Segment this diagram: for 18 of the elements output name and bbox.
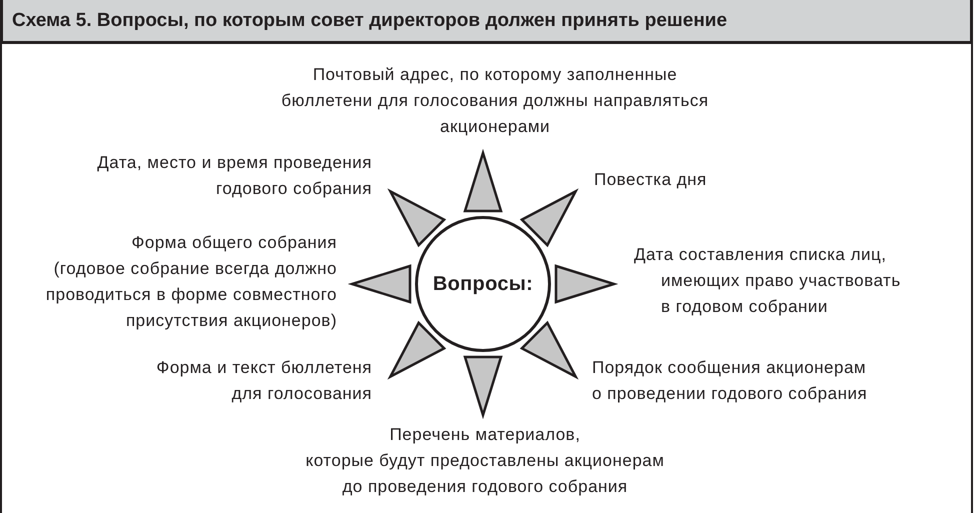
question-label: Дата составления списка лиц, имеющих право участвовать в годовом собрании bbox=[634, 242, 901, 320]
question-label: Форма и текст бюллетеня для голосования bbox=[156, 355, 372, 407]
question-label: Порядок сообщения акционерам о проведении годового собрания bbox=[592, 355, 868, 407]
question-label: Дата, место и время проведения годового собрания bbox=[97, 150, 372, 202]
triangle-arrow bbox=[464, 356, 502, 416]
triangle-arrow bbox=[464, 152, 502, 212]
question-label: Форма общего собрания (годовое собрание всегда должно проводиться в форме совместного присутствия акционеров) bbox=[46, 230, 337, 334]
question-label: Повестка дня bbox=[594, 167, 707, 193]
triangle-arrow bbox=[520, 322, 577, 378]
hub-label: Вопросы: bbox=[432, 272, 534, 296]
triangle-arrow bbox=[554, 264, 616, 304]
question-label: Перечень материалов, которые будут предоставлены акционерам до проведения годового собрания bbox=[306, 422, 664, 500]
question-label: Почтовый адрес, по которому заполненные бюллетени для голосования должны направляться акционерами bbox=[281, 62, 709, 140]
diagram-title: Схема 5. Вопросы, по которым совет директоров должен принять решение bbox=[12, 9, 728, 32]
triangle-arrow bbox=[520, 190, 577, 246]
triangle-arrow bbox=[389, 190, 446, 246]
triangle-arrow bbox=[350, 264, 412, 304]
triangle-arrow bbox=[389, 322, 446, 378]
